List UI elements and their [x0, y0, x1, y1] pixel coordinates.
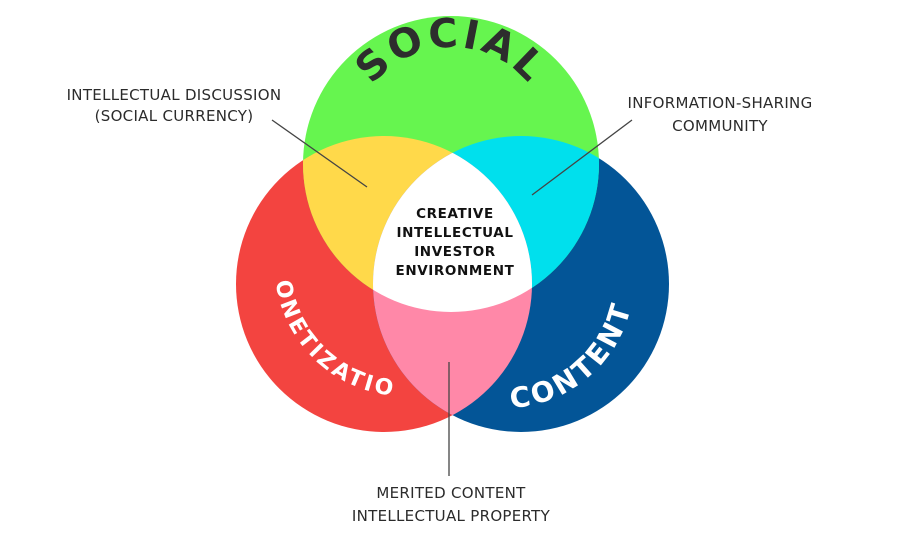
callout-top-left-line-1: INTELLECTUAL DISCUSSION [67, 86, 282, 104]
callout-line-top-right [531, 119, 633, 196]
callout-bottom-line-2: INTELLECTUAL PROPERTY [352, 507, 551, 525]
center-text-line-2: INTELLECTUAL [396, 225, 513, 241]
callout-top-right-line-2: COMMUNITY [672, 117, 768, 135]
center-overlap [373, 136, 532, 312]
callout-top-left-line-2: (SOCIAL CURRENCY) [95, 107, 254, 125]
callout-top-right-line-1: INFORMATION-SHARING [627, 94, 812, 112]
center-text-line-1: CREATIVE [416, 206, 494, 222]
callout-line-top-left [271, 119, 368, 188]
callout-bottom-line-1: MERITED CONTENT [376, 484, 526, 502]
center-text-line-3: INVESTOR [414, 244, 496, 260]
center-text-line-4: ENVIRONMENT [396, 263, 515, 279]
